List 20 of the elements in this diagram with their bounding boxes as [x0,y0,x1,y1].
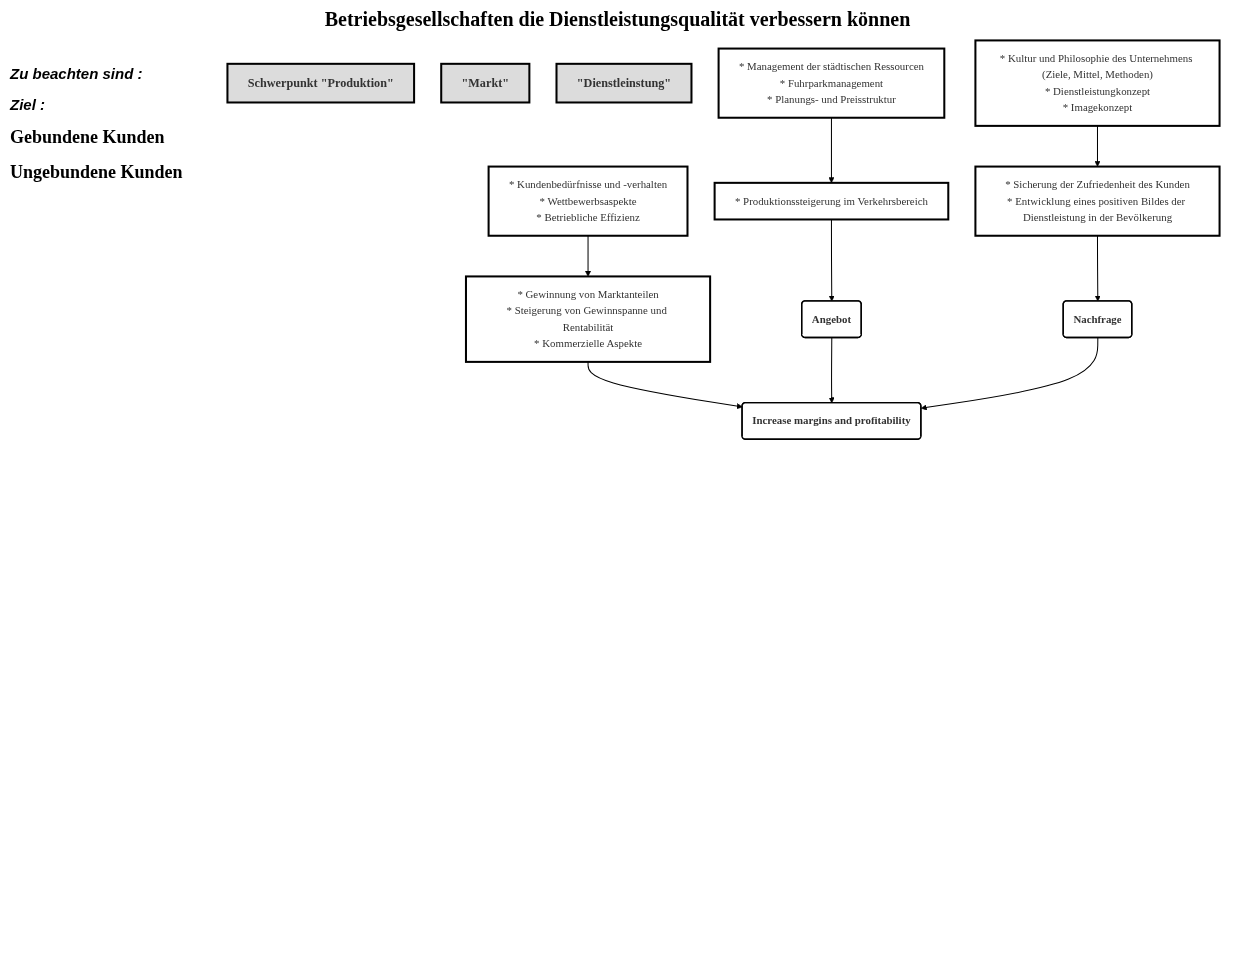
section-label: Ziel : [10,96,46,113]
bracket-label: Gebundene Kunden [10,127,166,148]
section-label: Zu beachten sind : [10,65,144,82]
node-box: "Dienstleinstung" [555,62,693,104]
arrow [585,235,592,277]
node-box: * Gewinnung von Marktanteilen * Steigerung von Gewinnspanne und Rentabilität * Kommerzielle Aspekte [464,275,712,363]
arrow [1094,125,1101,167]
node-box: * Management der städtischen Ressourcen * Fuhrparkmanagement * Planungs- und Preisstruktur [717,47,946,119]
arrow [1094,235,1101,302]
node-box: Schwerpunkt "Produktion" [226,62,416,104]
node-box: "Markt" [440,62,531,104]
node-box: * Kultur und Philosophie des Unternehmens (Ziele, Mittel, Methoden) * Dienstleistungkonzept * Imagekonzept [974,39,1221,127]
node-box: * Produktionssteigerung im Verkehrsbereich [713,181,950,221]
arrow [920,337,1099,411]
arrow [828,337,835,404]
diagram-title: Betriebsgesellschaften die Dienstleistungsqualität verbessern können [323,8,912,31]
arrow [587,361,743,410]
bracket-label: Ungebundene Kunden [10,162,184,183]
node-box: * Kundenbedürfnisse und -verhalten * Wettbewerbsaspekte * Betriebliche Effizienz [487,165,689,237]
node-box: * Sicherung der Zufriedenheit des Kunden * Entwicklung eines positiven Bildes der Dienstleistung in der Bevölkerung [974,165,1221,237]
